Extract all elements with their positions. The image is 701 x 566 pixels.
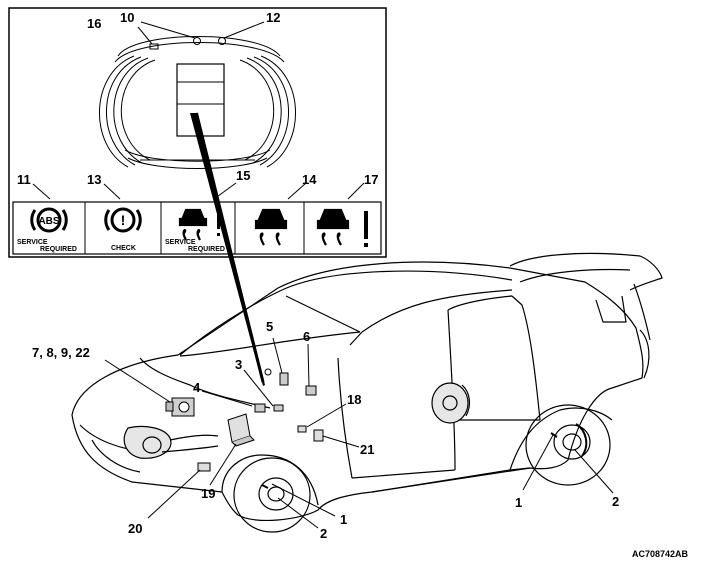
skid-car-icon [178, 208, 208, 241]
callout-18: 18 [347, 392, 361, 407]
callout-13: 13 [87, 172, 101, 187]
sensor-4-icon [254, 403, 266, 413]
callout-numbers: 16 10 12 11 13 15 14 17 7, 8, 9, 22 5 6 … [17, 10, 619, 541]
callout-10: 10 [120, 10, 134, 25]
callout-3: 3 [235, 357, 242, 372]
ecu-module-icon [227, 413, 255, 447]
hydraulic-unit-icon [165, 397, 195, 417]
callout-20: 20 [128, 521, 142, 536]
skid-car-icon [254, 208, 288, 246]
stability-warning-lamp [316, 208, 368, 247]
callout-12: 12 [266, 10, 280, 25]
abs-icon [30, 207, 68, 233]
front-right-disc [123, 425, 219, 459]
callout-leaders [104, 337, 614, 529]
sensor-18-icon [297, 425, 307, 433]
callout-4: 4 [193, 380, 201, 395]
abs-icon-text: ABS [38, 216, 59, 227]
brake-warning-icon [104, 207, 142, 233]
rear-left-wheel-sensor [525, 404, 611, 486]
abs-warning-lamp: ABS SERVICE REQUIRED [17, 207, 77, 253]
inset-pointer [190, 112, 265, 386]
brake-lamp-label: CHECK [111, 245, 136, 252]
callout-11: 11 [17, 172, 31, 187]
connector-20-icon [197, 462, 211, 472]
stability-lamp-label-line1: SERVICE [165, 239, 196, 246]
sensor-21-icon [313, 429, 324, 442]
vehicle-outline [71, 252, 663, 522]
exclamation-icon [364, 211, 368, 247]
callout-7-8-9-22: 7, 8, 9, 22 [32, 345, 90, 360]
abs-lamp-label-line2: REQUIRED [40, 246, 77, 253]
sensor-3-icon [273, 404, 284, 412]
switch-5-icon [279, 372, 289, 386]
callout-16: 16 [87, 16, 101, 31]
callout-19: 19 [201, 486, 215, 501]
brake-icon-text: ! [121, 212, 126, 228]
abs-lamp-label-line1: SERVICE [17, 239, 48, 246]
callout-2-front: 2 [320, 526, 327, 541]
combination-meter [99, 36, 296, 169]
callout-21: 21 [360, 442, 374, 457]
callout-2-rear: 2 [612, 494, 619, 509]
skid-car-icon [316, 208, 350, 246]
front-left-wheel-sensor [233, 457, 311, 533]
components [165, 368, 324, 472]
callout-1-front: 1 [340, 512, 347, 527]
callout-14: 14 [302, 172, 317, 187]
stability-lamp-label-line2: REQUIRED [188, 246, 225, 253]
callout-15: 15 [236, 168, 250, 183]
callout-1-rear: 1 [515, 495, 522, 510]
warning-lamp-strip: ABS SERVICE REQUIRED ! CHECK [12, 201, 382, 255]
callout-5: 5 [266, 319, 273, 334]
rear-right-disc [431, 382, 471, 424]
figure-code: AC708742AB [632, 549, 689, 559]
callout-17: 17 [364, 172, 378, 187]
sensor-6-icon [305, 385, 317, 396]
stability-service-lamp: SERVICE REQUIRED [165, 207, 225, 253]
stability-off-lamp [254, 208, 288, 246]
brake-warning-lamp: ! CHECK [104, 207, 142, 252]
callout-6: 6 [303, 329, 310, 344]
